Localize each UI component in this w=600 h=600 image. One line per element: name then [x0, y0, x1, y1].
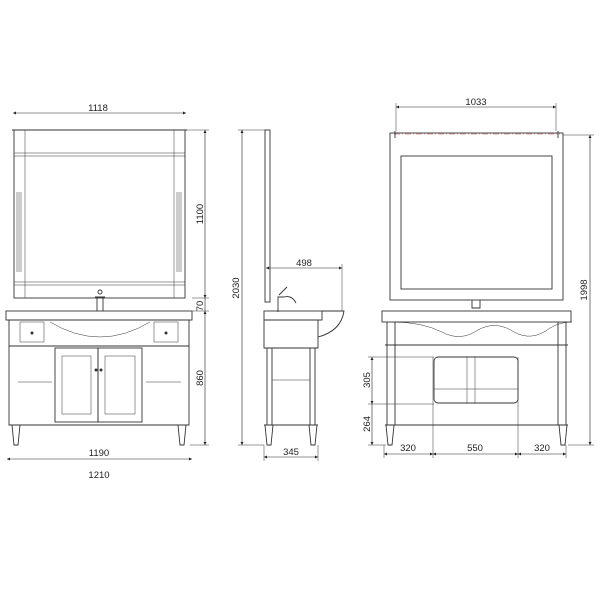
front-vanity [5, 310, 193, 446]
front-view: 1118 1100 70 860 1190 1210 [5, 103, 209, 481]
side-vanity [263, 310, 345, 446]
dim-left-offset: 320 [400, 443, 416, 454]
dim-vanity-height: 860 [195, 370, 206, 386]
dim-right-offset: 320 [534, 443, 550, 454]
dim-vanity-width-inner: 1190 [89, 448, 109, 459]
back-view: 1033 1998 305 264 320 550 320 [362, 97, 594, 458]
dim-rack-width: 550 [467, 443, 483, 454]
dim-gap: 70 [195, 301, 206, 312]
back-vanity [381, 310, 573, 446]
dim-vanity-width-total: 1210 [88, 470, 109, 481]
dim-total-height: 2030 [231, 277, 242, 298]
side-mirror [264, 129, 271, 303]
side-faucet [277, 286, 297, 312]
dim-top-depth: 498 [296, 258, 312, 269]
front-faucet [95, 289, 105, 311]
dim-mirror-height: 1100 [195, 204, 206, 224]
dim-rack-base-height: 264 [362, 416, 373, 432]
towel-rack [433, 356, 519, 404]
side-view: 2030 498 345 [231, 129, 345, 461]
back-dimensions: 1033 1998 305 264 320 550 320 [362, 97, 594, 458]
front-mirror [12, 129, 187, 299]
dim-mount-width: 1033 [465, 97, 486, 108]
side-dimensions: 2030 498 345 [231, 129, 343, 461]
dim-mount-height: 1998 [579, 279, 590, 300]
back-mirror [389, 131, 564, 309]
dim-mirror-width: 1118 [88, 103, 108, 114]
front-dimensions: 1118 1100 70 860 1190 1210 [7, 103, 209, 481]
dim-rack-height: 305 [362, 372, 373, 388]
dim-base-depth: 345 [283, 447, 299, 458]
